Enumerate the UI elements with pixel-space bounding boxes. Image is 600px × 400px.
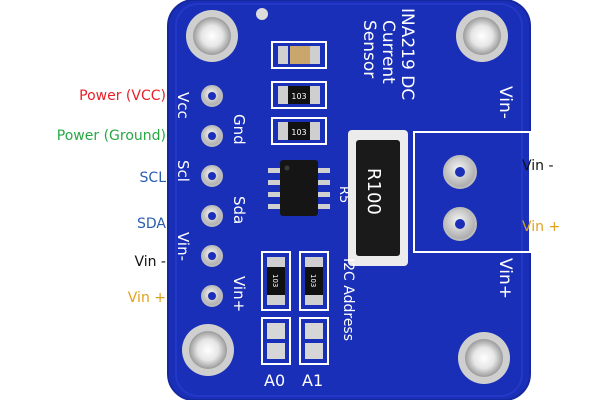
- label-power-vcc: Power (VCC): [79, 88, 166, 104]
- addr-a1-code: 103: [309, 274, 317, 287]
- addr-jumper-a0: [261, 317, 291, 365]
- silk-pin-scl: Scl: [174, 160, 192, 182]
- silk-title-line3: Sensor: [359, 20, 379, 78]
- addr-resistor-a0: 103: [261, 251, 291, 311]
- mounting-hole-bottom-right: [458, 332, 510, 384]
- shunt-label: R100: [363, 168, 384, 215]
- label-vin-minus-left: Vin -: [134, 254, 166, 270]
- smd-resistor-1: 103: [271, 81, 327, 109]
- silk-shunt-ref: R5: [336, 186, 351, 203]
- silk-terminal-vin-minus: Vin-: [495, 86, 515, 119]
- resistor-1-code: 103: [291, 92, 306, 101]
- terminal-pad-vin-minus: [443, 155, 477, 189]
- mounting-hole-top-right: [456, 10, 508, 62]
- terminal-pad-vin-plus: [443, 207, 477, 241]
- silk-pin-vin-plus: Vin+: [230, 276, 248, 312]
- ina219-chip: [268, 160, 330, 216]
- silk-pin-vcc: Vcc: [174, 92, 192, 119]
- addr-resistor-a1: 103: [299, 251, 329, 311]
- label-vin-plus-left: Vin +: [127, 290, 166, 306]
- pcb-inner-shade: [175, 3, 523, 397]
- addr-jumper-a1: [299, 317, 329, 365]
- mounting-hole-bottom-left: [182, 324, 234, 376]
- silk-addr-a1: A1: [302, 371, 323, 390]
- header-pins: [201, 85, 223, 307]
- addr-a0-code: 103: [271, 274, 279, 287]
- resistor-2-code: 103: [291, 128, 306, 137]
- mounting-hole-top-left: [186, 10, 238, 62]
- label-scl: SCL: [139, 170, 166, 186]
- silk-i2c-address: I2C Address: [340, 258, 356, 341]
- label-power-ground: Power (Ground): [56, 128, 166, 144]
- screw-terminal-outline: [413, 131, 531, 253]
- silk-pin-vin-minus: Vin-: [174, 232, 192, 261]
- silk-addr-a0: A0: [264, 371, 285, 390]
- smd-capacitor-top: [271, 41, 327, 69]
- shunt-resistor: R100: [348, 130, 408, 266]
- silk-terminal-vin-plus: Vin+: [495, 258, 515, 299]
- fiducial-dot: [256, 8, 268, 20]
- silk-pin-gnd: Gnd: [230, 114, 248, 145]
- silk-pin-sda: Sda: [230, 196, 248, 224]
- label-sda: SDA: [137, 216, 166, 232]
- smd-resistor-2: 103: [271, 117, 327, 145]
- label-vin-plus-right: Vin +: [522, 219, 561, 235]
- silk-title-line2: Current: [378, 20, 398, 84]
- label-vin-minus-right: Vin -: [522, 158, 554, 174]
- silk-title-line1: INA219 DC: [397, 8, 417, 100]
